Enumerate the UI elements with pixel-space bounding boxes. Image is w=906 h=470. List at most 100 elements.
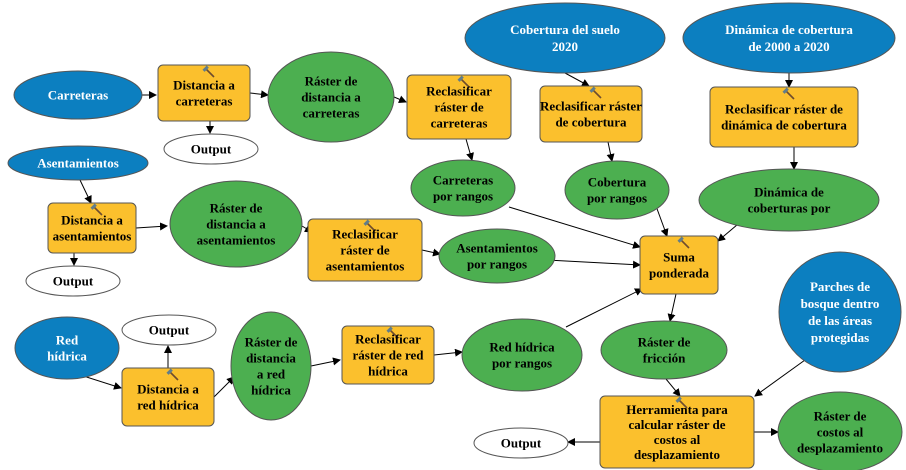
node-label: red hídrica bbox=[137, 398, 199, 413]
connector-lines bbox=[51, 72, 806, 446]
connector-arrow bbox=[421, 248, 441, 257]
output-carreteras[interactable]: Output bbox=[163, 133, 259, 165]
hammer-icon bbox=[386, 326, 399, 339]
node-label: asentamientos bbox=[53, 229, 132, 244]
node-label: Distancia a bbox=[137, 382, 199, 397]
node-label: Reclasificar bbox=[426, 84, 492, 99]
input-shape bbox=[464, 2, 666, 74]
node-label: asentamientos bbox=[197, 233, 276, 248]
output-costos[interactable]: Output bbox=[473, 427, 569, 459]
tool-shape bbox=[639, 235, 719, 295]
derived-shape bbox=[777, 391, 903, 470]
connector-arrow bbox=[565, 288, 643, 328]
tool-shape bbox=[406, 74, 512, 140]
hammer-icon bbox=[166, 368, 179, 381]
node-label: Parches de bbox=[810, 279, 870, 294]
node-label: Distancia a bbox=[173, 78, 235, 93]
node-label: de las áreas bbox=[808, 313, 872, 328]
node-label: ráster de bbox=[434, 100, 483, 115]
node-label: Reclasificar ráster bbox=[540, 99, 642, 114]
hammer-icon bbox=[677, 236, 690, 249]
hammer-icon bbox=[363, 219, 376, 232]
connector-arrow bbox=[79, 179, 92, 204]
node-label: fricción bbox=[643, 351, 686, 366]
derived-shape bbox=[169, 180, 303, 268]
node-label: Dinámica de bbox=[754, 185, 824, 200]
node-label: por rangos bbox=[433, 189, 493, 204]
node-label: calcular ráster de bbox=[629, 417, 726, 432]
connector-arrow bbox=[465, 138, 474, 161]
connector-arrow bbox=[393, 95, 407, 103]
node-label: Suma bbox=[663, 250, 695, 265]
connector-arrow bbox=[135, 222, 168, 231]
tool-shape bbox=[599, 395, 755, 469]
derived-shape bbox=[564, 160, 670, 220]
hammer-icon bbox=[589, 86, 602, 99]
output-shape bbox=[163, 133, 259, 165]
node-label: hídrica bbox=[251, 383, 291, 398]
input-data-asentamientos[interactable]: Asentamientos bbox=[7, 145, 149, 181]
node-label: ráster de red bbox=[353, 348, 425, 363]
node-label: protegidas bbox=[811, 330, 869, 345]
connector-arrow bbox=[667, 293, 677, 322]
connector-arrow bbox=[665, 378, 681, 397]
node-label: Reclasificar bbox=[332, 227, 398, 242]
connector-arrow bbox=[606, 141, 615, 162]
derived-shape bbox=[600, 320, 728, 380]
output-red[interactable]: Output bbox=[121, 314, 217, 346]
input-shape bbox=[13, 70, 143, 120]
tool-shape bbox=[307, 218, 423, 282]
tool-shape bbox=[157, 64, 251, 122]
input-data-parches-bosque[interactable]: Parches de bosque dentro de las áreas prote… bbox=[778, 251, 902, 373]
input-data-carreteras[interactable]: Carreteras bbox=[13, 70, 143, 120]
node-label: Reclasificar bbox=[355, 332, 421, 347]
output-asentamientos[interactable]: Output bbox=[25, 265, 121, 297]
node-label: Ráster de bbox=[638, 335, 691, 350]
output-shape bbox=[473, 427, 569, 459]
input-shape bbox=[14, 316, 120, 380]
hammer-icon bbox=[675, 396, 688, 409]
node-label: carreteras bbox=[176, 94, 233, 109]
node-label: bosque dentro bbox=[801, 296, 880, 311]
tool-shape bbox=[709, 86, 859, 148]
node-label: Ráster de bbox=[814, 409, 867, 424]
node-label: Dinámica de cobertura bbox=[725, 22, 853, 37]
tool-shape bbox=[121, 367, 215, 427]
node-label: Carreteras bbox=[48, 88, 108, 103]
tool-shape bbox=[47, 202, 137, 254]
node-label: Carreteras bbox=[433, 173, 493, 188]
connector-arrow bbox=[508, 206, 641, 249]
node-label: desplazamiento bbox=[634, 447, 720, 462]
node-label: distancia bbox=[246, 351, 296, 366]
node-label: hídrica bbox=[47, 349, 87, 364]
derived-shape bbox=[438, 228, 556, 284]
derived-shape bbox=[698, 168, 880, 232]
node-label: Output bbox=[191, 142, 232, 157]
connector-arrow bbox=[249, 90, 269, 99]
connector-arrow bbox=[310, 357, 341, 367]
